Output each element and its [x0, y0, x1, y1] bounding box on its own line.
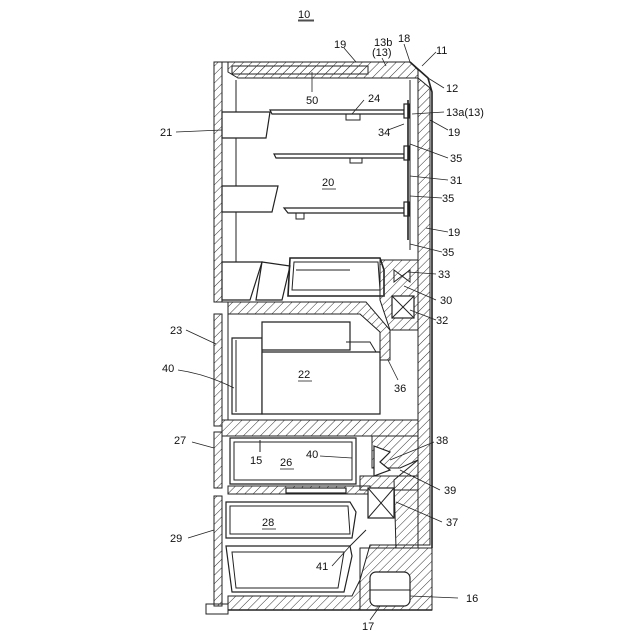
label-15: 15 [250, 455, 262, 467]
label-40-left: 40 [162, 363, 174, 375]
label-39: 39 [444, 485, 456, 497]
label-35-2: 35 [442, 193, 454, 205]
label-27: 27 [174, 435, 186, 447]
label-32: 32 [436, 315, 448, 327]
label-40-right: 40 [306, 449, 318, 461]
label-19-mid: 19 [448, 127, 460, 139]
label-41: 41 [316, 561, 328, 573]
label-19-low: 19 [448, 227, 460, 239]
label-31: 31 [450, 175, 462, 187]
label-17: 17 [362, 621, 374, 633]
label-23: 23 [170, 325, 182, 337]
label-22: 22 [298, 369, 310, 381]
label-21: 21 [160, 127, 172, 139]
label-26: 26 [280, 457, 292, 469]
label-20: 20 [322, 177, 334, 189]
label-12: 12 [446, 83, 458, 95]
label-13a: 13a(13) [446, 107, 484, 119]
label-16: 16 [466, 593, 478, 605]
label-38: 38 [436, 435, 448, 447]
label-33: 33 [438, 269, 450, 281]
label-36: 36 [394, 383, 406, 395]
compressor [370, 572, 410, 606]
label-11: 11 [436, 45, 447, 57]
label-13: (13) [372, 47, 392, 59]
label-24: 24 [368, 93, 380, 105]
label-28: 28 [262, 517, 274, 529]
label-34: 34 [378, 127, 390, 139]
label-18: 18 [398, 33, 410, 45]
label-19-top: 19 [334, 39, 346, 51]
label-35-3: 35 [442, 247, 454, 259]
labels: 10 19 13b (13) 18 11 12 50 24 13a(13) 34… [160, 9, 484, 633]
label-37: 37 [446, 517, 458, 529]
label-figure-10: 10 [298, 9, 310, 21]
label-35-1: 35 [450, 153, 462, 165]
label-50: 50 [306, 95, 318, 107]
compartment-bottom [226, 530, 366, 592]
label-30: 30 [440, 295, 452, 307]
label-29: 29 [170, 533, 182, 545]
